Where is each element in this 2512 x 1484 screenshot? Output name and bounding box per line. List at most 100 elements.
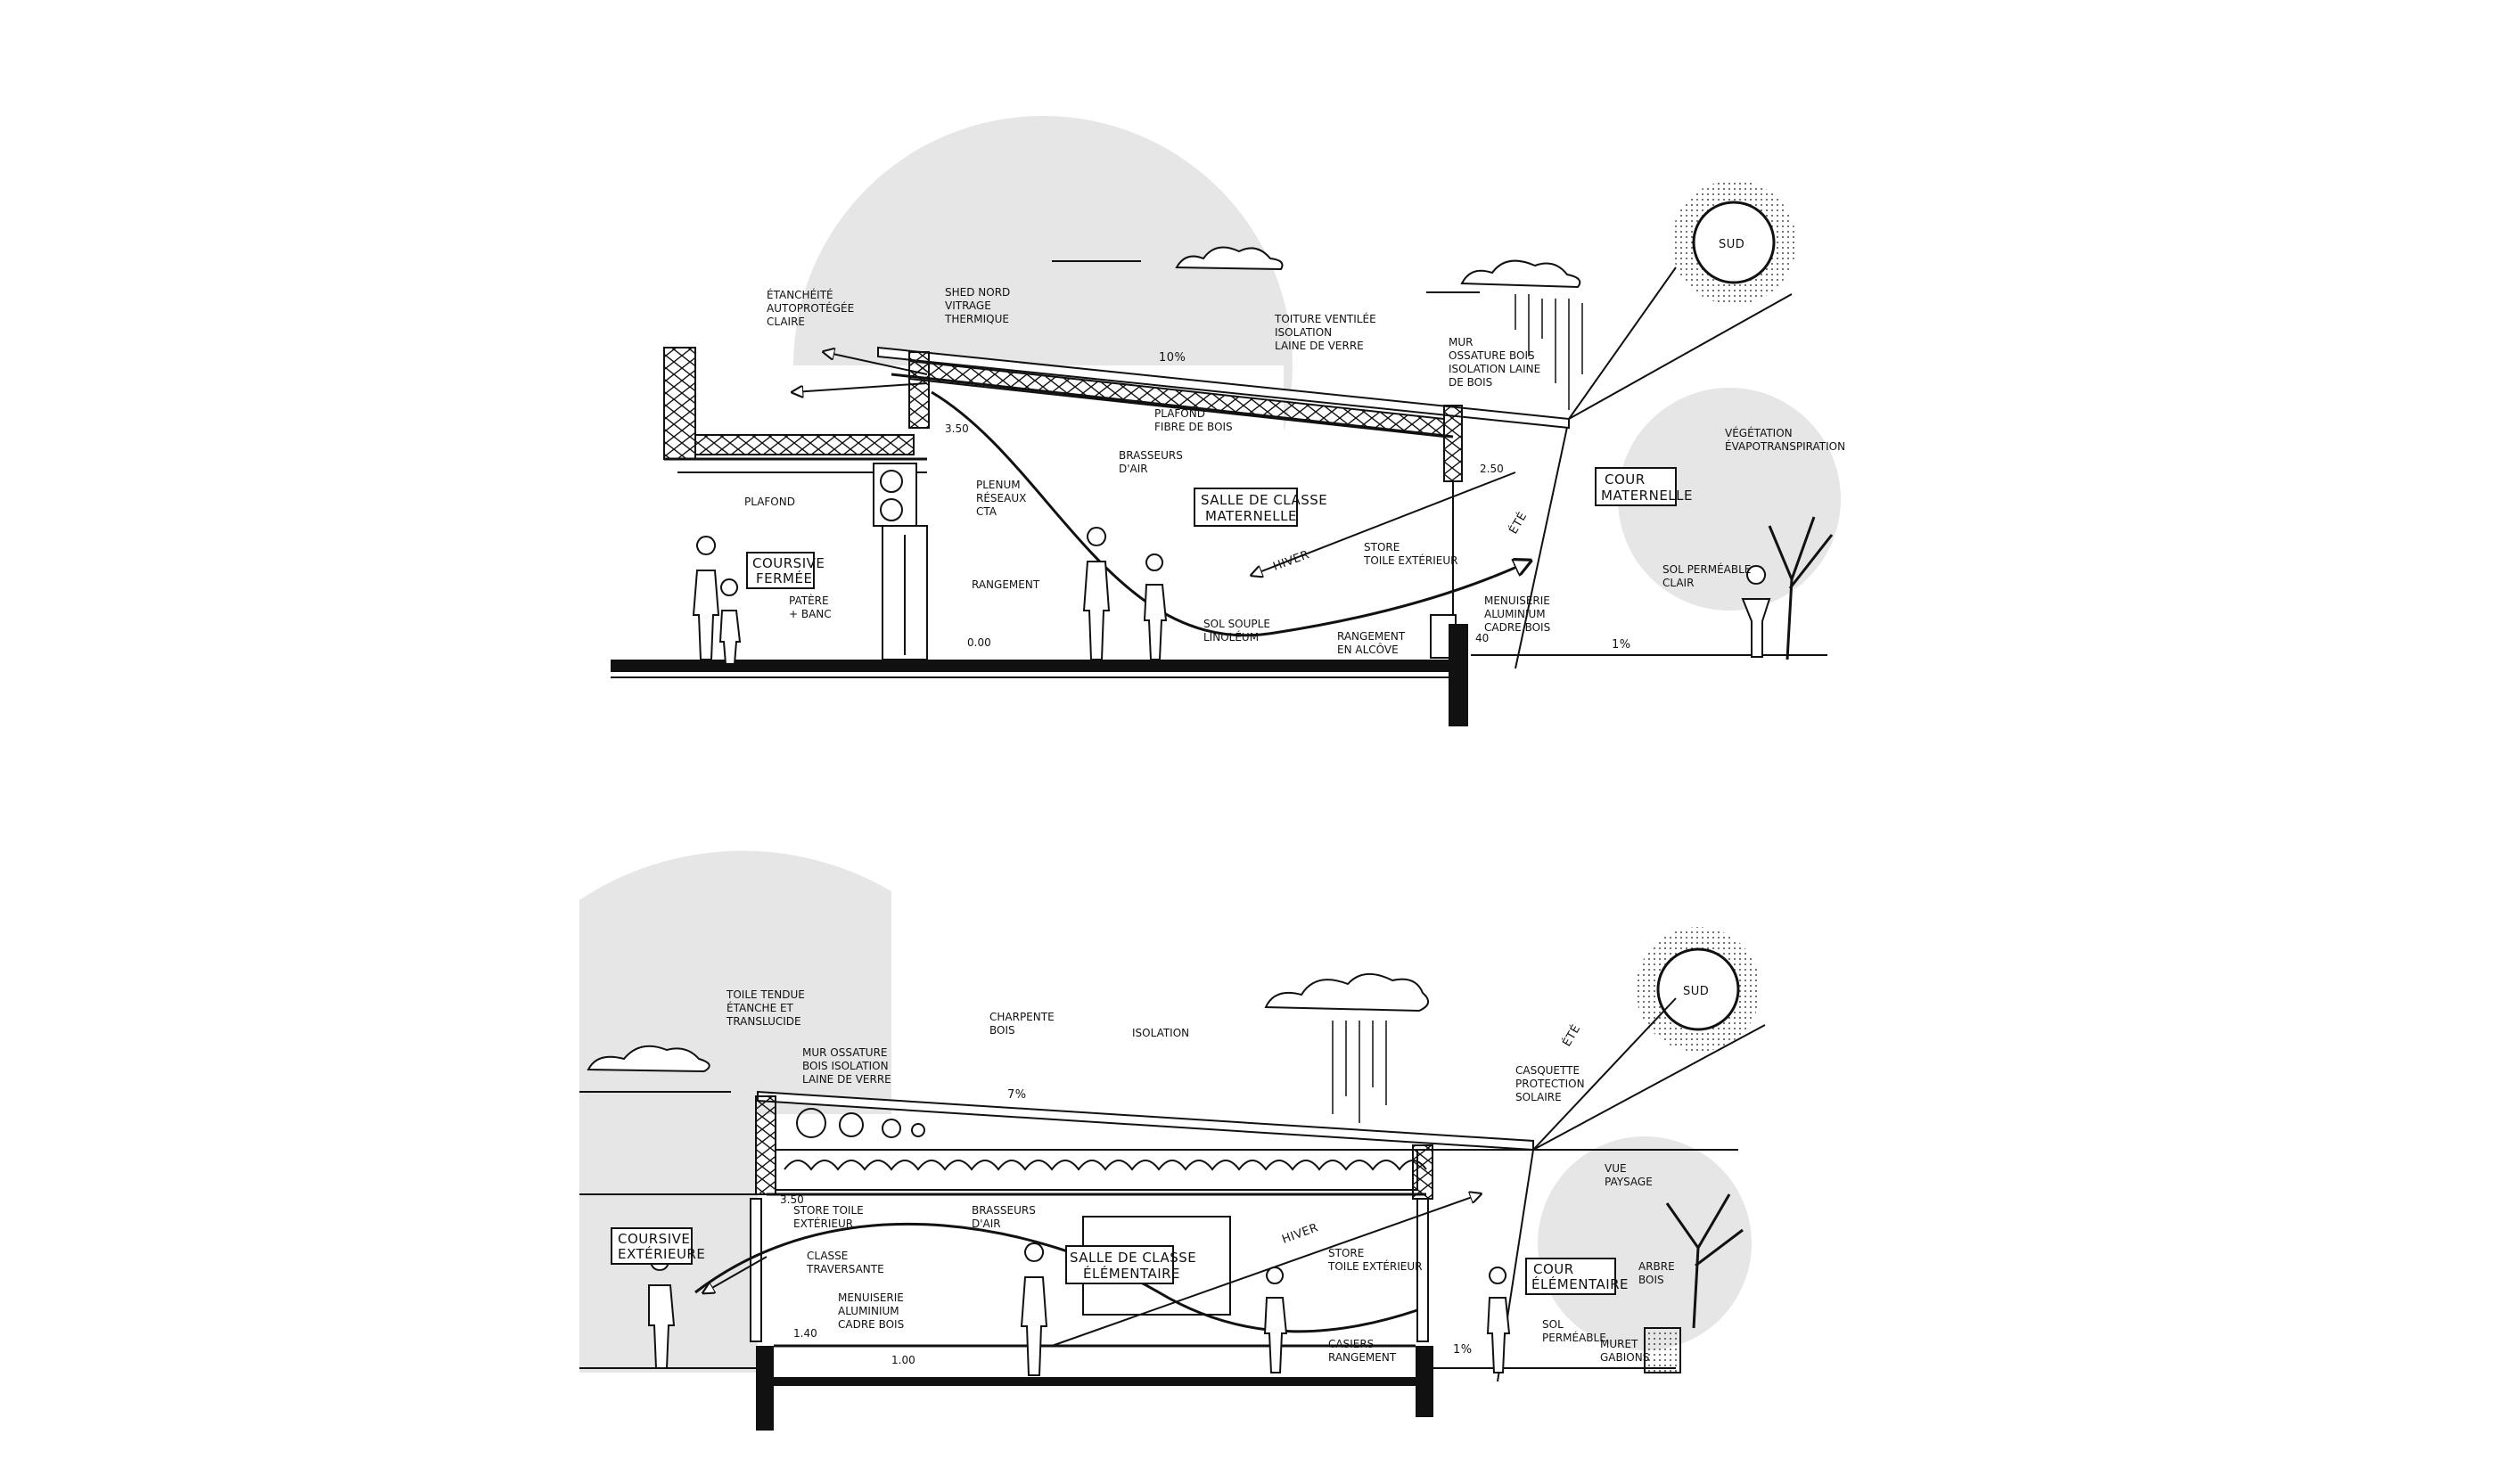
label-sol-permeable: SOL [1542, 1318, 1564, 1331]
svg-text:CLAIRE: CLAIRE [767, 316, 805, 328]
cloud [1460, 259, 1581, 289]
roof-insulation [775, 1149, 1418, 1191]
room-box-coursive [746, 552, 815, 589]
label-toile: TOILE TENDUE [726, 988, 805, 1001]
svg-text:PERMÉABLE: PERMÉABLE [1542, 1331, 1606, 1344]
svg-text:RANGEMENT: RANGEMENT [1328, 1351, 1397, 1364]
svg-text:CADRE BOIS: CADRE BOIS [1484, 621, 1550, 634]
label-rangement-alcove: RANGEMENT [1337, 630, 1406, 643]
svg-text:TRANSLUCIDE: TRANSLUCIDE [726, 1015, 801, 1028]
label-menuiserie: MENUISERIE [1484, 594, 1550, 607]
label-slope: 10% [1159, 351, 1186, 365]
roof-slab [877, 346, 1570, 430]
level-140: 1.40 [793, 1327, 817, 1340]
room-box-cour [1595, 467, 1677, 506]
ground-slope: 1% [1612, 638, 1631, 652]
label-classe: CLASSE [807, 1250, 848, 1262]
svg-text:D'AIR: D'AIR [1119, 463, 1148, 475]
label-store: STORE [1364, 541, 1400, 553]
svg-text:AUTOPROTÉGÉE: AUTOPROTÉGÉE [767, 301, 854, 315]
label-sol-permeable: SOL PERMÉABLE [1662, 562, 1751, 576]
label-muret: MURET [1600, 1338, 1638, 1350]
label-ete: ÉTÉ [1506, 510, 1531, 537]
svg-text:FERMÉE: FERMÉE [756, 570, 812, 586]
svg-text:ÉLÉMENTAIRE: ÉLÉMENTAIRE [1531, 1275, 1629, 1292]
svg-text:FIBRE DE BOIS: FIBRE DE BOIS [1154, 421, 1233, 433]
svg-text:OSSATURE BOIS: OSSATURE BOIS [1449, 349, 1535, 362]
label-mur: MUR OSSATURE [802, 1046, 888, 1059]
sun-icon [1656, 947, 1740, 1031]
svg-text:ÉVAPOTRANSPIRATION: ÉVAPOTRANSPIRATION [1725, 439, 1845, 453]
label-plafond: PLAFOND [744, 496, 795, 508]
room-box-coursive [611, 1227, 693, 1265]
level-040: 40 [1475, 632, 1489, 644]
label-etancheite: ÉTANCHÉITÉ [767, 288, 833, 301]
section-top: SUD [611, 116, 1845, 726]
sun-label: SUD [1719, 238, 1744, 251]
svg-text:MATERNELLE: MATERNELLE [1205, 508, 1297, 524]
svg-text:+ BANC: + BANC [789, 608, 832, 620]
label-charpente: CHARPENTE [989, 1011, 1055, 1023]
svg-text:BOIS: BOIS [989, 1024, 1015, 1037]
label-menuiserie: MENUISERIE [838, 1291, 904, 1304]
svg-text:ÉLÉMENTAIRE: ÉLÉMENTAIRE [1083, 1265, 1180, 1282]
label-casiers: CASIERS [1328, 1338, 1374, 1350]
svg-text:EN ALCÔVE: EN ALCÔVE [1337, 643, 1399, 656]
rain [1332, 1021, 1387, 1123]
svg-text:CLAIR: CLAIR [1662, 577, 1694, 589]
svg-text:EXTÉRIEUR: EXTÉRIEUR [793, 1217, 853, 1230]
svg-text:DE BOIS: DE BOIS [1449, 376, 1492, 389]
room-box-salle [1065, 1245, 1174, 1284]
shade-disc-court [1538, 1136, 1752, 1350]
label-brasseurs: BRASSEURS [1119, 449, 1183, 462]
svg-text:LAINE DE VERRE: LAINE DE VERRE [1275, 340, 1364, 352]
label-mur: MUR [1449, 336, 1473, 348]
svg-text:LINOLÉUM: LINOLÉUM [1203, 630, 1259, 644]
label-isolation: ISOLATION [1132, 1027, 1189, 1039]
svg-text:VITRAGE: VITRAGE [945, 299, 991, 312]
svg-text:CTA: CTA [976, 505, 997, 518]
svg-text:TOILE EXTÉRIEUR: TOILE EXTÉRIEUR [1363, 553, 1457, 567]
room-cour-elementaire: COUR [1533, 1261, 1574, 1277]
svg-text:SOLAIRE: SOLAIRE [1515, 1091, 1562, 1103]
cloud [1264, 973, 1429, 1013]
room-box-salle [1194, 488, 1298, 527]
label-ete: ÉTÉ [1560, 1022, 1584, 1049]
svg-text:ÉTANCHE ET: ÉTANCHE ET [727, 1001, 794, 1014]
level-350: 3.50 [945, 422, 969, 435]
svg-text:ISOLATION: ISOLATION [1275, 326, 1332, 339]
svg-text:BOIS: BOIS [1638, 1274, 1664, 1286]
room-box-cour [1525, 1258, 1616, 1295]
level-250: 2.50 [1480, 463, 1504, 475]
level-100: 1.00 [891, 1354, 915, 1366]
label-vue: VUE [1605, 1162, 1627, 1175]
rain [1515, 294, 1583, 410]
level-000: 0.00 [967, 636, 991, 649]
svg-text:PAYSAGE: PAYSAGE [1605, 1176, 1653, 1188]
svg-text:MATERNELLE: MATERNELLE [1601, 488, 1693, 504]
svg-text:LAINE DE VERRE: LAINE DE VERRE [802, 1073, 891, 1086]
svg-text:THERMIQUE: THERMIQUE [944, 313, 1009, 325]
label-shed: SHED NORD [945, 286, 1010, 299]
label-brasseurs: BRASSEURS [972, 1204, 1036, 1217]
room-coursive-exterieure: COURSIVE [618, 1231, 690, 1247]
label-store-right: STORE [1328, 1247, 1364, 1259]
svg-text:ISOLATION LAINE: ISOLATION LAINE [1449, 363, 1540, 375]
svg-text:ALUMINIUM: ALUMINIUM [838, 1305, 899, 1317]
label-plafond-fibre: PLAFOND [1154, 407, 1205, 420]
cloud [1175, 246, 1284, 271]
level-350: 3.50 [780, 1193, 804, 1206]
person-figures [648, 1242, 1511, 1376]
section-bottom: SUD [579, 850, 1766, 1431]
floor-slab [611, 660, 1457, 672]
air-flow-arrow [931, 390, 1529, 637]
svg-text:D'AIR: D'AIR [972, 1218, 1001, 1230]
label-vegetation: VÉGÉTATION [1725, 426, 1793, 439]
label-casquette: CASQUETTE [1515, 1064, 1580, 1077]
svg-text:TRAVERSANTE: TRAVERSANTE [806, 1263, 884, 1275]
room-cour-maternelle: COUR [1605, 471, 1646, 488]
label-toiture: TOITURE VENTILÉE [1274, 312, 1376, 325]
floor-slab [756, 1377, 1433, 1386]
label-store-left: STORE TOILE [793, 1204, 864, 1217]
